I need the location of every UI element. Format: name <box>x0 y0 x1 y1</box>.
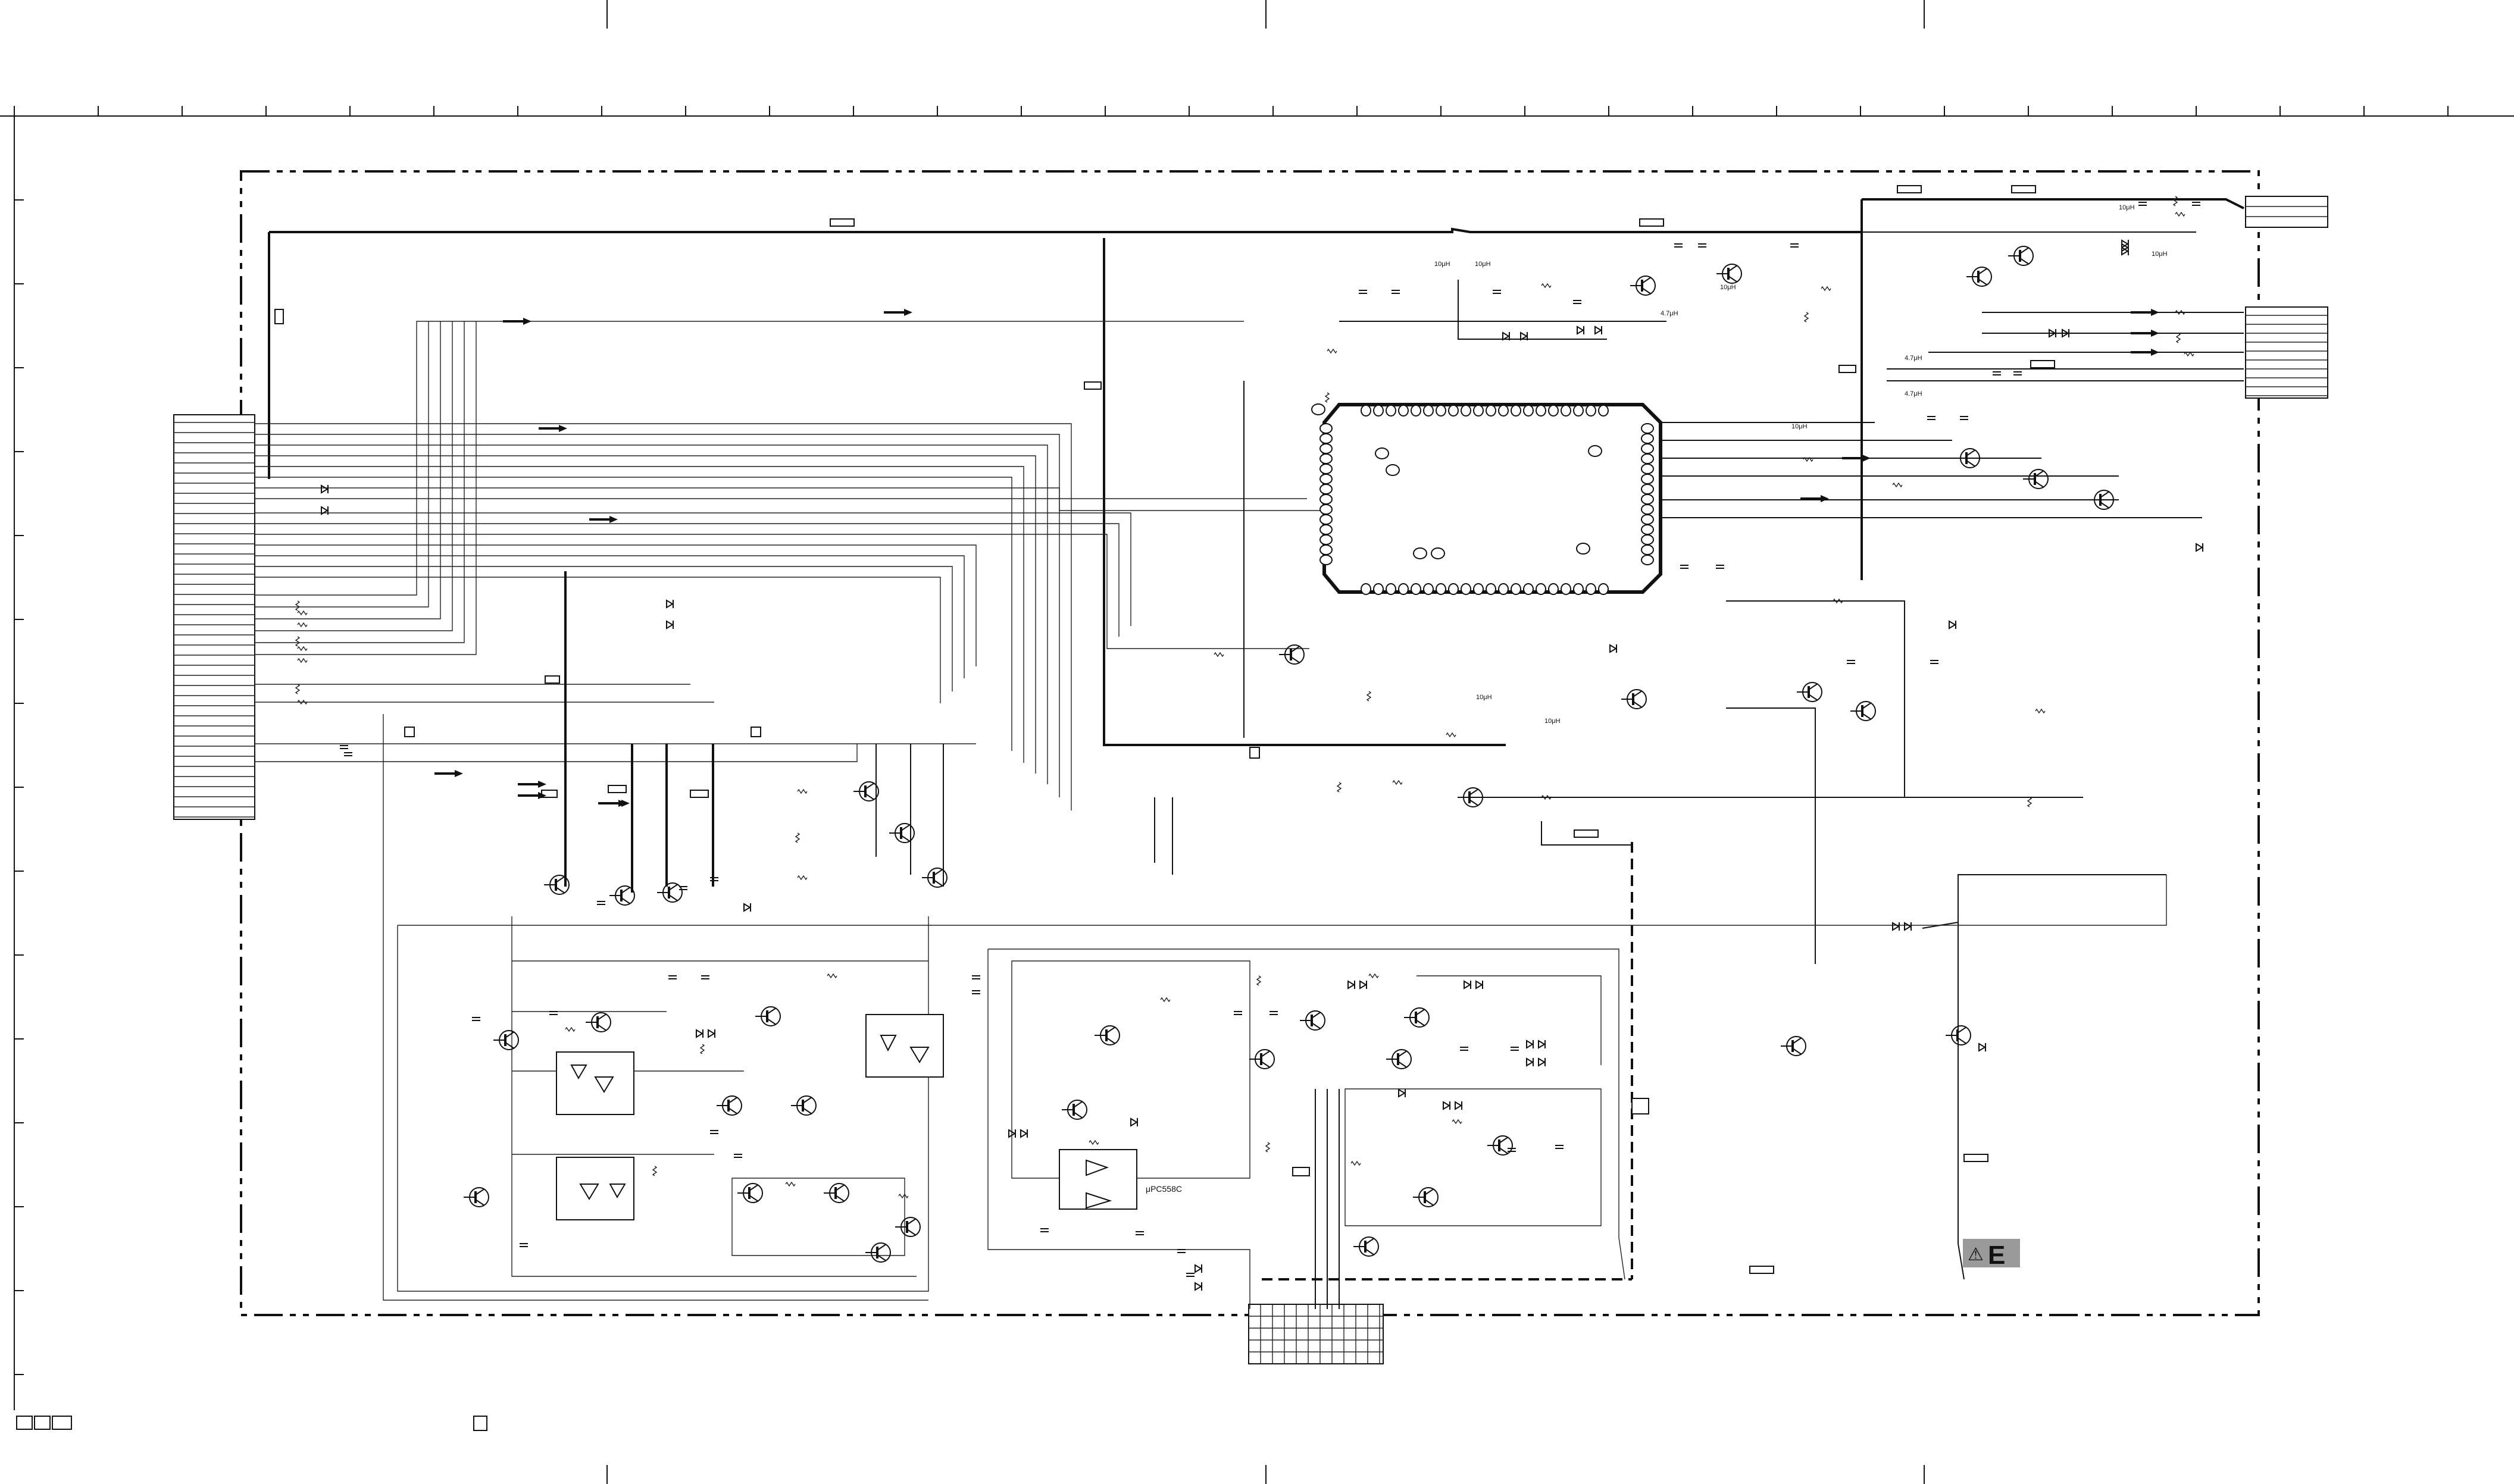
signal-arrows <box>434 309 2159 807</box>
section-badge: ⚠ E <box>1963 1239 2020 1270</box>
section-letter: E <box>1988 1241 2005 1270</box>
inductor-label: 10μH <box>2152 251 2168 258</box>
ic-part-label: μPC558C <box>1146 1184 1182 1194</box>
inductor-label: 4.7μH <box>1905 390 1922 397</box>
inductor-labels: 10μH 10μH 10μH 4.7μH 10μH 10μH 4.7μH 4.7… <box>1434 204 2168 725</box>
test-point-boxes <box>274 185 2055 1274</box>
warning-icon: ⚠ <box>1968 1245 1984 1264</box>
inductor-label: 10μH <box>1720 284 1736 291</box>
connector-bottom <box>1248 1304 1384 1364</box>
inductor-label: 10μH <box>1434 261 1450 268</box>
inductor-label: 10μH <box>1475 261 1491 268</box>
connector-right-top <box>2245 196 2328 228</box>
opamp-ics: μPC558C <box>556 1014 1182 1220</box>
inductor-label: 4.7μH <box>1905 355 1922 362</box>
main-ic <box>1311 403 1662 595</box>
ruler-ticks-left <box>14 115 24 1375</box>
inductor-label: 4.7μH <box>1661 310 1678 317</box>
vertical-drops <box>564 381 1245 893</box>
inductor-label: 10μH <box>2119 204 2135 211</box>
badge-background <box>1963 1239 2020 1267</box>
inductor-label: 10μH <box>1544 718 1561 725</box>
connector-right-mid <box>2245 306 2328 399</box>
passive-components <box>295 196 2203 1291</box>
inductor-label: 10μH <box>1791 423 1808 430</box>
connector-left <box>173 414 255 820</box>
transistors <box>464 246 2114 1263</box>
ruler-ticks-top <box>14 106 2449 116</box>
wiring <box>255 198 2244 1309</box>
inductor-label: 10μH <box>1476 694 1492 701</box>
